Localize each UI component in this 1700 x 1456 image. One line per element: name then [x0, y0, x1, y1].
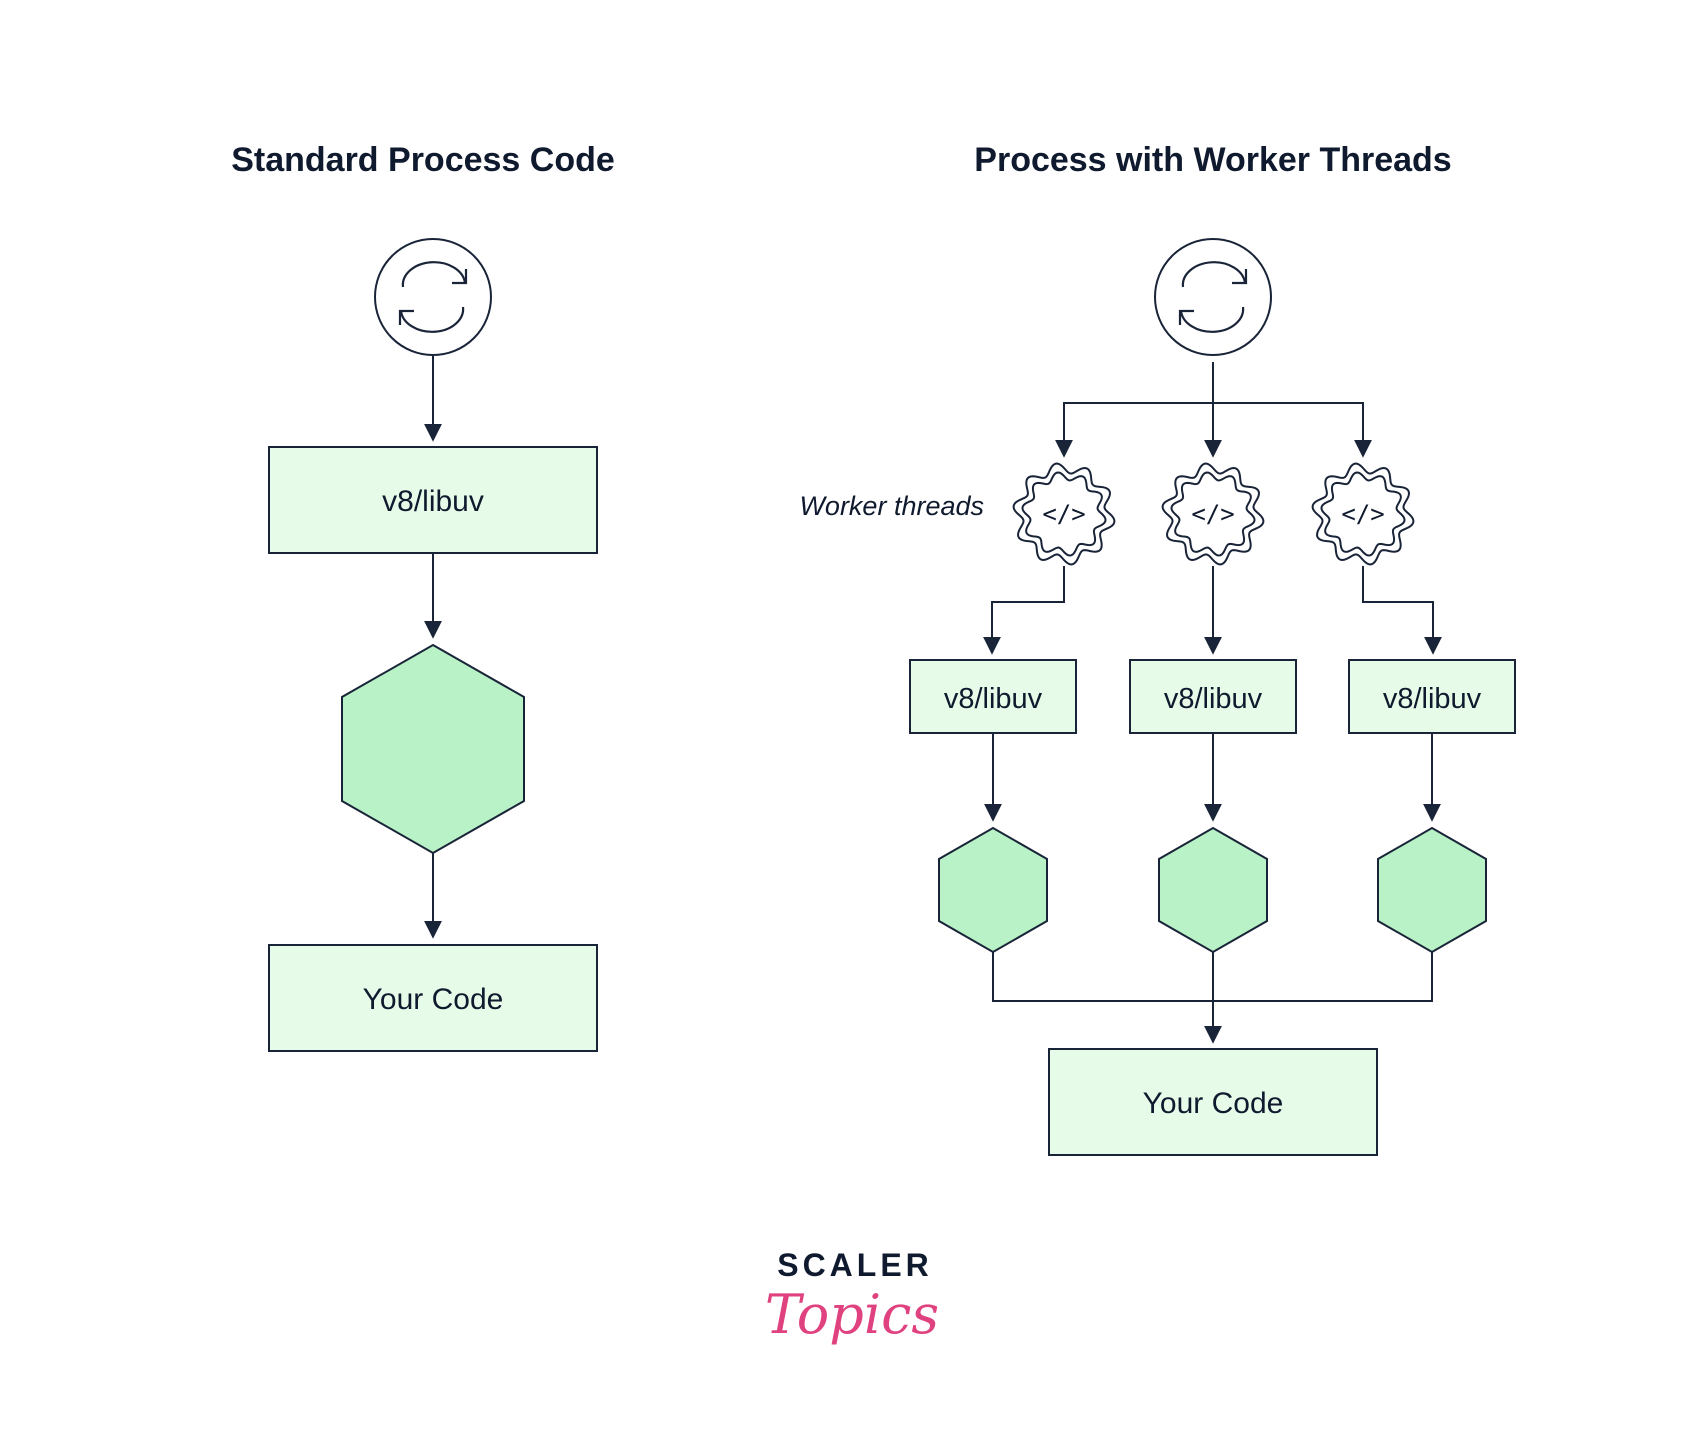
worker-threads-label: Worker threads	[799, 491, 984, 521]
your-code-label: Your Code	[1143, 1087, 1284, 1120]
refresh-cycle-icon	[1154, 238, 1272, 356]
worker-engine-label: v8/libuv	[944, 683, 1043, 715]
worker-engine-box-3: v8/libuv	[1348, 659, 1516, 734]
code-glyph: </>	[1191, 500, 1234, 528]
engine-label: v8/libuv	[382, 485, 484, 518]
worker-hexagon	[938, 826, 1048, 954]
worker-gears: </> </> </>	[1012, 462, 1415, 566]
join-connectors	[992, 952, 1433, 1044]
worker-engine-label: v8/libuv	[1164, 683, 1263, 715]
left-panel-title: Standard Process Code	[231, 141, 615, 179]
your-code-label: Your Code	[363, 983, 504, 1016]
worker-to-engine-connectors	[983, 566, 1442, 655]
right-panel: Process with Worker Threads Worker threa…	[799, 141, 1516, 1156]
your-code-box: Your Code	[268, 944, 598, 1052]
worker-engine-label: v8/libuv	[1383, 683, 1482, 715]
worker-hexagon	[1377, 826, 1487, 954]
fork-connectors	[1055, 362, 1372, 458]
engine-to-hexagon-connectors	[984, 733, 1441, 822]
process-hexagon	[341, 643, 525, 855]
left-panel: Standard Process Code v8/libuv Your Code	[231, 141, 615, 1052]
code-glyph: </>	[1042, 500, 1085, 528]
code-gear-icon: </>	[1161, 462, 1265, 566]
engine-box: v8/libuv	[268, 446, 598, 554]
code-gear-icon: </>	[1311, 462, 1415, 566]
scaler-topics-logo: SCALER Topics	[765, 1247, 939, 1346]
your-code-box: Your Code	[1048, 1048, 1378, 1156]
worker-hexagon	[1158, 826, 1268, 954]
worker-engine-box-1: v8/libuv	[909, 659, 1077, 734]
refresh-cycle-icon	[374, 238, 492, 356]
brand-script: Topics	[765, 1283, 939, 1346]
code-gear-icon: </>	[1012, 462, 1116, 566]
code-glyph: </>	[1341, 500, 1384, 528]
right-panel-title: Process with Worker Threads	[974, 141, 1451, 179]
brand-wordmark: SCALER	[777, 1247, 933, 1283]
worker-engine-box-2: v8/libuv	[1129, 659, 1297, 734]
